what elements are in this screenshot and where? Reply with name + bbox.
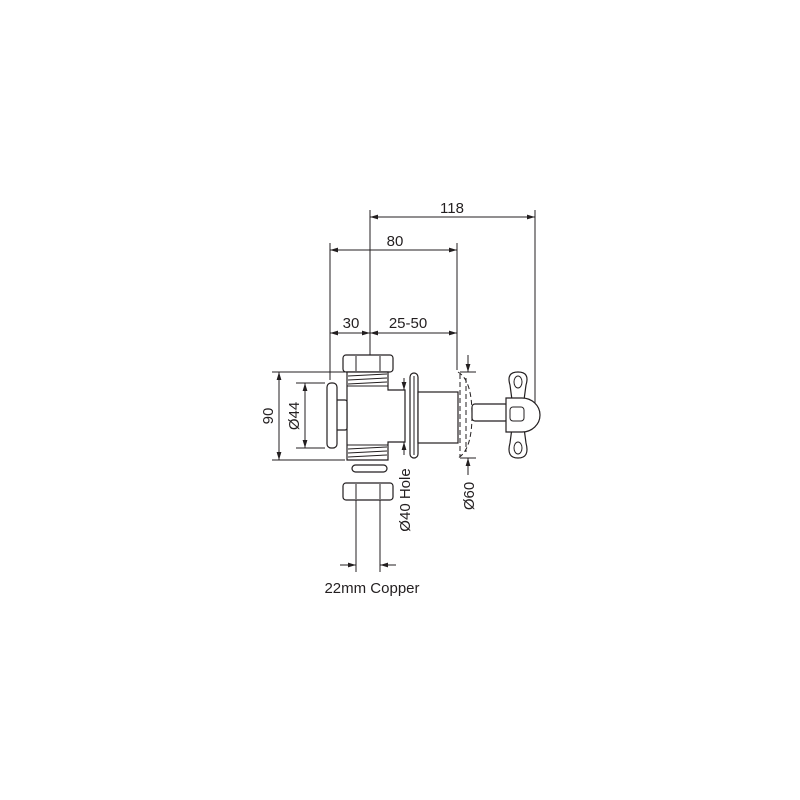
dim-80-label: 80: [387, 233, 404, 250]
cross-handle: [505, 371, 541, 459]
dim-25-50-label: 25-50: [389, 315, 427, 332]
cover-outline: [457, 371, 473, 459]
dim-118-label: 118: [440, 200, 464, 217]
dim-44-label: Ø44: [286, 402, 303, 430]
dim-60-label: Ø60: [461, 482, 478, 510]
dimension-lines: [276, 214, 535, 568]
dim-40-hole-label: Ø40 Hole: [397, 468, 414, 531]
bottom-nut: [342, 482, 394, 501]
stem: [471, 403, 509, 422]
pipe-label: 22mm Copper: [324, 580, 419, 597]
extension-lines: [272, 210, 536, 572]
dim-30-label: 30: [343, 315, 360, 332]
washer: [351, 464, 388, 473]
threads: [347, 373, 388, 458]
spindle-housing: [417, 391, 459, 444]
valve-body: [326, 354, 541, 501]
top-nut: [342, 354, 394, 373]
body: [346, 371, 406, 461]
inlet-flange: [326, 382, 338, 449]
dim-90-label: 90: [260, 408, 277, 425]
